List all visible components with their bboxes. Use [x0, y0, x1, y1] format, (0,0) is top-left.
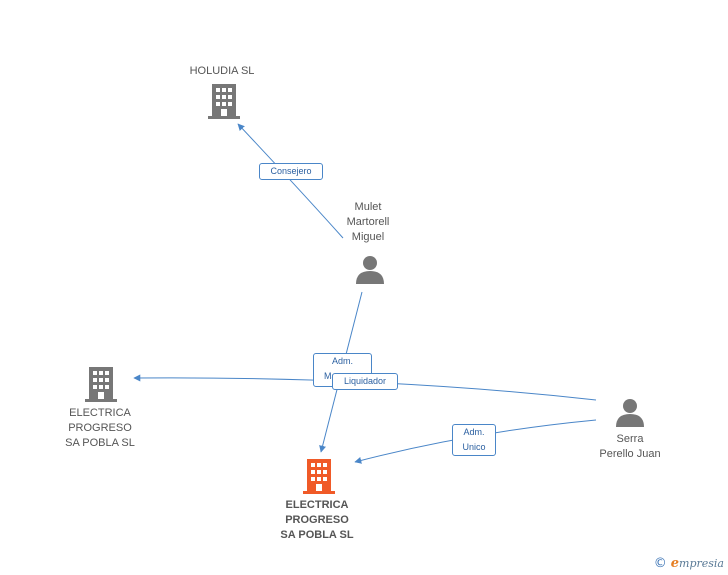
- building-icon: [303, 459, 335, 494]
- node-label-serra: Serra Perello Juan: [580, 432, 680, 462]
- electrica-main-line-3: SA POBLA SL: [280, 529, 354, 541]
- mulet-line-3: Miguel: [351, 231, 385, 243]
- adm-unico-line-1: Adm.: [463, 427, 485, 437]
- liquidador-text: Liquidador: [343, 376, 387, 386]
- serra-line-1: Serra: [616, 433, 644, 445]
- node-label-electrica-main: ELECTRICA PROGRESO SA POBLA SL: [262, 498, 372, 543]
- node-label-electrica-left: ELECTRICA PROGRESO SA POBLA SL: [48, 406, 152, 451]
- edge-mulet-holudia: [237, 123, 344, 239]
- electrica-main-line-1: ELECTRICA: [285, 499, 349, 511]
- electrica-main-line-2: PROGRESO: [285, 514, 349, 526]
- relation-label-consejero[interactable]: Consejero: [259, 163, 323, 180]
- empresia-logo[interactable]: ©empresia: [654, 556, 724, 571]
- mulet-line-1: Mulet: [354, 201, 382, 213]
- node-label-mulet: Mulet Martorell Miguel: [318, 200, 418, 245]
- adm-unico-line-2: Unico: [462, 442, 486, 452]
- relation-label-liquidador[interactable]: Liquidador: [332, 373, 398, 390]
- node-electrica-main[interactable]: [302, 458, 336, 499]
- brand-name: mpresia: [679, 557, 724, 570]
- node-mulet[interactable]: [355, 254, 385, 289]
- consejero-text: Consejero: [270, 166, 312, 176]
- copyright-icon: ©: [653, 556, 667, 571]
- mulet-line-2: Martorell: [346, 216, 390, 228]
- person-icon: [616, 399, 644, 427]
- node-serra[interactable]: [615, 397, 645, 432]
- building-icon: [85, 367, 117, 402]
- electrica-left-line-3: SA POBLA SL: [65, 437, 135, 449]
- node-holudia[interactable]: [207, 83, 241, 124]
- electrica-left-line-1: ELECTRICA: [69, 407, 131, 419]
- building-icon: [208, 84, 240, 119]
- person-icon: [356, 256, 384, 284]
- holudia-name: HOLUDIA SL: [189, 65, 255, 77]
- relation-label-adm-unico[interactable]: Adm. Unico: [452, 424, 496, 456]
- adm-mancom-line-1: Adm.: [331, 356, 353, 366]
- node-label-holudia: HOLUDIA SL: [172, 64, 272, 79]
- electrica-left-line-2: PROGRESO: [68, 422, 132, 434]
- node-electrica-left[interactable]: [84, 366, 118, 407]
- brand-initial: e: [670, 556, 680, 571]
- serra-line-2: Perello Juan: [599, 448, 661, 460]
